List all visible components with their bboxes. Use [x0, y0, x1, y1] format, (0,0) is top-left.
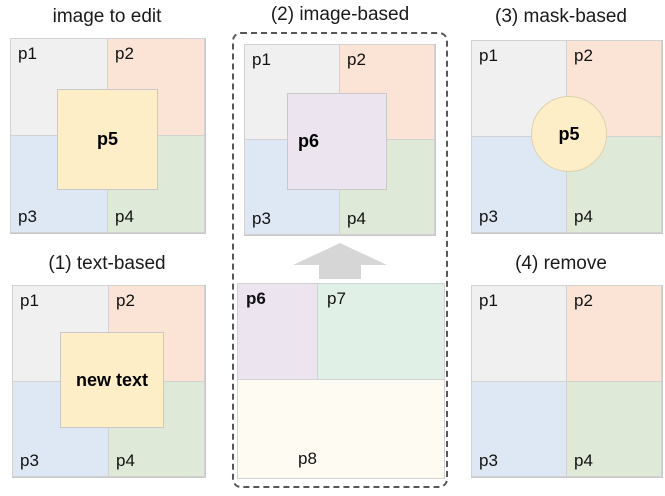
quadrant-label-p4: p4: [574, 207, 593, 226]
quadrant-label-p3: p3: [252, 209, 271, 228]
quadrant-p4: p4: [566, 380, 662, 477]
gallery-label-p8: p8: [298, 449, 317, 468]
quadrant-label-p3: p3: [479, 451, 498, 470]
quadrant-label-p4: p4: [116, 451, 135, 470]
quadrant-label-p2: p2: [115, 44, 134, 63]
quadrant-label-p2: p2: [116, 291, 135, 310]
quadrant-p2: p2: [566, 285, 662, 382]
quadrant-label-p2: p2: [574, 291, 593, 310]
quadrant-p3: p3: [471, 380, 567, 477]
panel-title-mask-based: (3) mask-based: [495, 6, 627, 27]
gallery-cell-p6[interactable]: p6: [237, 283, 318, 380]
quadrant-label-p1: p1: [20, 291, 39, 310]
quadrant-label-p1: p1: [479, 46, 498, 65]
overlay-patch-label: new text: [75, 369, 149, 390]
gallery-label-p7: p7: [327, 289, 346, 308]
overlay-mask-circle-p5[interactable]: p5: [531, 96, 607, 172]
reference-gallery-card[interactable]: p6 p7 p8: [237, 283, 445, 479]
overlay-patch-p6[interactable]: p6: [287, 93, 387, 190]
quadrant-label-p3: p3: [18, 207, 37, 226]
arrow-up-icon: [293, 243, 387, 279]
image-based-group-box: [232, 32, 448, 488]
quadrant-label-p4: p4: [574, 451, 593, 470]
panel-title-text-based: (1) text-based: [48, 253, 166, 274]
overlay-patch-label: p5: [96, 129, 118, 149]
quadrant-label-p3: p3: [20, 451, 39, 470]
quadrant-p1: p1: [471, 285, 567, 382]
panel-title-image-based: (2) image-based: [270, 4, 410, 25]
gallery-cell-p8[interactable]: p8: [237, 379, 445, 479]
quadrant-label-p2: p2: [574, 46, 593, 65]
quadrant-label-p4: p4: [115, 207, 134, 226]
gallery-cell-p7[interactable]: p7: [317, 283, 445, 380]
overlay-patch-label: p5: [558, 123, 580, 144]
gallery-label-p6: p6: [246, 289, 266, 308]
panel-title-remove: (4) remove: [515, 253, 607, 274]
quadrant-label-p2: p2: [347, 50, 366, 69]
quadrant-label-p4: p4: [347, 209, 366, 228]
image-card-remove[interactable]: p1 p2 p3 p4: [471, 285, 663, 478]
image-card-mask-based[interactable]: p1 p2 p3 p4: [471, 40, 663, 234]
quadrant-label-p3: p3: [479, 207, 498, 226]
quadrant-label-p1: p1: [18, 44, 37, 63]
quadrant-label-p1: p1: [479, 291, 498, 310]
overlay-patch-p5[interactable]: p5: [57, 89, 158, 190]
overlay-patch-label: p6: [298, 131, 320, 151]
panel-title-source: image to edit: [52, 6, 162, 27]
quadrant-label-p1: p1: [252, 50, 271, 69]
overlay-patch-new-text[interactable]: new text: [60, 332, 164, 428]
